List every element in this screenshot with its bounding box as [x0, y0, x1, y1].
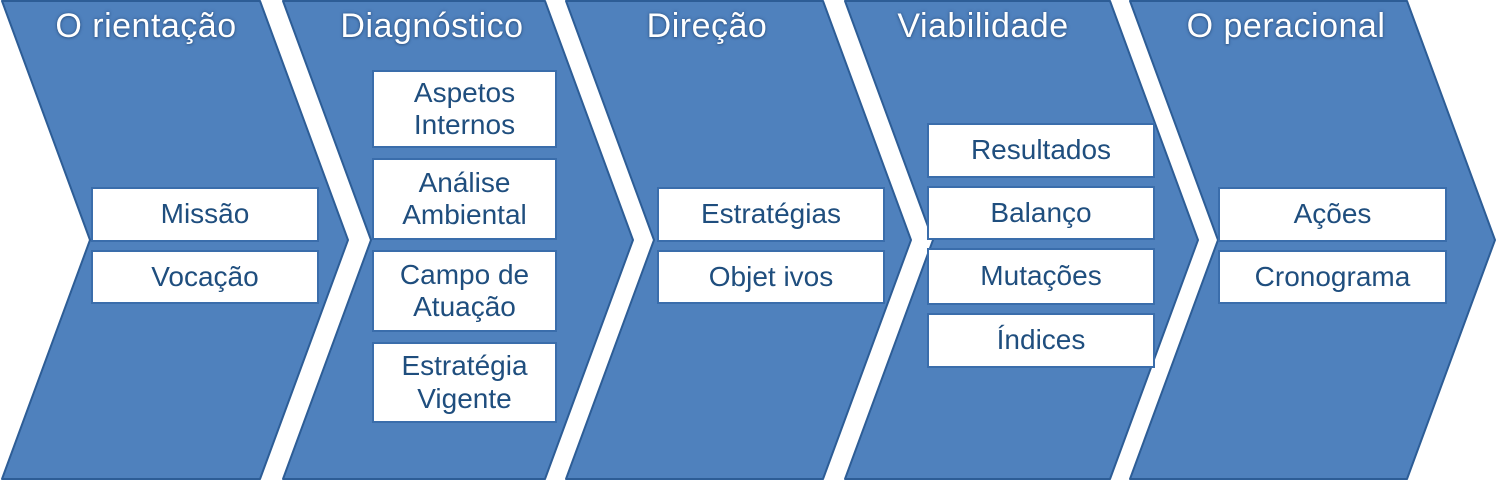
step-box-cronograma: Cronograma	[1218, 250, 1447, 304]
step-box-resultados: Resultados	[927, 123, 1155, 178]
step-box-campo-de-atuacao: Campo de Atuação	[372, 250, 557, 332]
stage-title-operacional: O peracional	[1186, 7, 1386, 45]
step-box-objetivos: Objet ivos	[657, 250, 885, 304]
step-box-mutacoes: Mutações	[927, 248, 1155, 305]
step-box-estrategia-vigente: Estratégia Vigente	[372, 342, 557, 423]
step-box-estrategias: Estratégias	[657, 187, 885, 242]
step-box-aspetos-internos: Aspetos Internos	[372, 70, 557, 148]
step-box-balanco: Balanço	[927, 186, 1155, 240]
step-box-indices: Índices	[927, 313, 1155, 368]
step-box-missao: Missão	[91, 187, 319, 242]
stage-title-diagnostico: Diagnóstico	[340, 7, 524, 45]
step-box-analise-ambiental: Análise Ambiental	[372, 158, 557, 240]
stage-title-orientacao: O rientação	[55, 7, 237, 45]
stage-title-viabilidade: Viabilidade	[897, 7, 1069, 45]
stage-title-direcao: Direção	[646, 7, 768, 45]
step-box-acoes: Ações	[1218, 187, 1447, 242]
step-box-vocacao: Vocação	[91, 250, 319, 304]
